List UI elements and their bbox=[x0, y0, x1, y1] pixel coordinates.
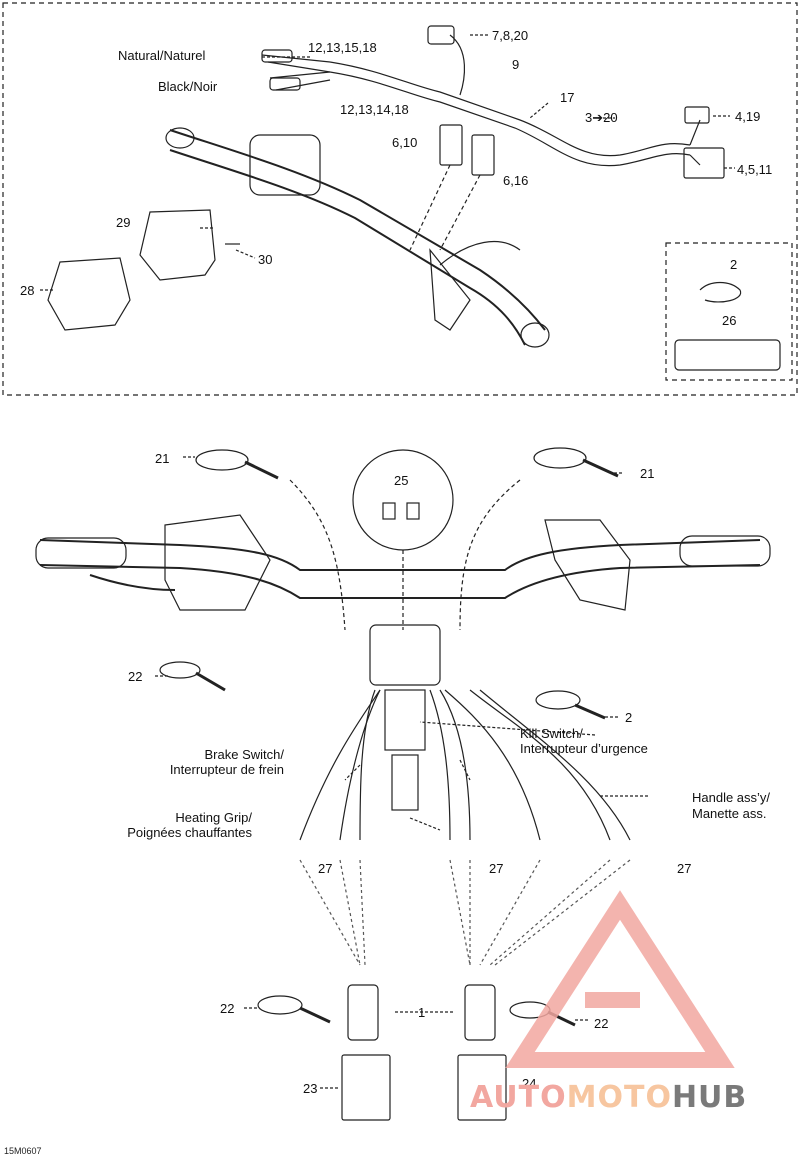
label-22-lower-right: 22 bbox=[594, 1016, 609, 1031]
callout-circle-25 bbox=[352, 449, 454, 551]
clip-25-left bbox=[382, 502, 396, 520]
brake-lever bbox=[89, 574, 176, 591]
label-handle-line1: Handle ass’y/ bbox=[692, 790, 771, 805]
connector-housing-23 bbox=[341, 1054, 391, 1121]
steering-column bbox=[384, 689, 426, 751]
label-black-parts: 12,13,14,18 bbox=[340, 102, 409, 117]
watermark-triangle bbox=[505, 890, 735, 1068]
label-black: Black/Noir bbox=[158, 79, 218, 94]
connector-4-5-11 bbox=[683, 147, 725, 179]
label-30: 30 bbox=[258, 252, 273, 267]
label-6-16: 6,16 bbox=[503, 173, 529, 188]
label-2-bottom: 2 bbox=[625, 710, 633, 725]
clip-25-right bbox=[406, 502, 420, 520]
cable-tie-2-bottom bbox=[535, 690, 581, 710]
label-24: 24 bbox=[522, 1076, 537, 1091]
switch-housing-top bbox=[249, 134, 321, 196]
label-kill-switch-line1: Kill Switch/ bbox=[520, 726, 583, 741]
grip-right-bottom bbox=[679, 535, 771, 567]
label-natural-parts: 12,13,15,18 bbox=[308, 40, 377, 55]
label-21-right: 21 bbox=[640, 466, 655, 481]
tube-26 bbox=[674, 339, 781, 371]
cable-tie-21-left bbox=[195, 449, 249, 471]
inset-box bbox=[665, 242, 793, 381]
watermark-part-moto: MOTO bbox=[566, 1080, 672, 1115]
label-4-5-11: 4,5,11 bbox=[737, 162, 773, 177]
connector-housing-24 bbox=[457, 1054, 507, 1121]
label-21-left: 21 bbox=[155, 451, 170, 466]
label-4-19: 4,19 bbox=[735, 109, 761, 124]
switch-housing-bottom bbox=[164, 514, 271, 611]
connector-6-16 bbox=[471, 134, 495, 176]
connector-black bbox=[269, 77, 301, 91]
label-natural: Natural/Naturel bbox=[118, 48, 206, 63]
handlebar-front-view bbox=[39, 539, 761, 571]
label-17: 17 bbox=[560, 90, 575, 105]
connector-7-8-20 bbox=[427, 25, 455, 45]
grip-right-top bbox=[520, 322, 550, 348]
throttle-lever-top bbox=[429, 248, 471, 331]
watermark-logo: AUTOMOTOHUB bbox=[470, 1080, 747, 1115]
label-27-right: 27 bbox=[677, 861, 692, 876]
housing-28 bbox=[47, 257, 131, 331]
label-7-8-20: 7,8,20 bbox=[492, 28, 529, 43]
label-29: 29 bbox=[116, 215, 131, 230]
harness-wire-lower bbox=[329, 71, 691, 167]
throttle-housing-bottom bbox=[544, 519, 631, 611]
grip-left-bottom bbox=[35, 537, 127, 569]
connector-natural bbox=[261, 49, 293, 63]
cable-tie-inset bbox=[699, 281, 742, 303]
label-22-upper: 22 bbox=[128, 669, 143, 684]
upper-panel-frame bbox=[2, 2, 798, 396]
grip-left-top bbox=[165, 127, 195, 149]
label-inset-2: 2 bbox=[730, 257, 738, 272]
watermark-part-auto: AUTO bbox=[470, 1080, 567, 1115]
reference-code: 15M0607 bbox=[4, 1146, 42, 1156]
label-9: 9 bbox=[512, 57, 520, 72]
label-brake-switch-line1: Brake Switch/ bbox=[204, 747, 284, 762]
label-6-10: 6,10 bbox=[392, 135, 418, 150]
label-28: 28 bbox=[20, 283, 35, 298]
connector-6-10 bbox=[439, 124, 463, 166]
housing-29 bbox=[139, 209, 216, 281]
connector-4-19 bbox=[684, 106, 710, 124]
label-handle-line2: Manette ass. bbox=[692, 806, 767, 821]
label-inset-26: 26 bbox=[722, 313, 737, 328]
cable-tie-21-right bbox=[533, 447, 587, 469]
watermark-part-hub: HUB bbox=[671, 1080, 748, 1115]
label-3-20: 3➔20 bbox=[585, 110, 618, 125]
handlebar-top-view bbox=[169, 129, 546, 331]
cable-tie-22-upper bbox=[159, 661, 201, 679]
label-kill-switch-line2: Interrupteur d’urgence bbox=[520, 741, 648, 756]
sleeve-1-right bbox=[464, 984, 496, 1041]
label-27-left: 27 bbox=[318, 861, 333, 876]
label-heating-grip-line2: Poignées chauffantes bbox=[127, 825, 252, 840]
label-23: 23 bbox=[303, 1081, 318, 1096]
handlebar-clamp bbox=[369, 624, 441, 686]
steering-column-lower bbox=[391, 754, 419, 811]
label-25: 25 bbox=[394, 473, 409, 488]
sleeve-1-left bbox=[347, 984, 379, 1041]
harness-wire-upper bbox=[329, 61, 691, 157]
label-brake-switch-line2: Interrupteur de frein bbox=[169, 762, 284, 777]
label-27-center: 27 bbox=[489, 861, 504, 876]
label-22-lower-left: 22 bbox=[220, 1001, 235, 1016]
cable-tie-22-lower-left bbox=[257, 995, 303, 1015]
label-heating-grip-line1: Heating Grip/ bbox=[175, 810, 252, 825]
label-1: 1 bbox=[418, 1005, 426, 1020]
